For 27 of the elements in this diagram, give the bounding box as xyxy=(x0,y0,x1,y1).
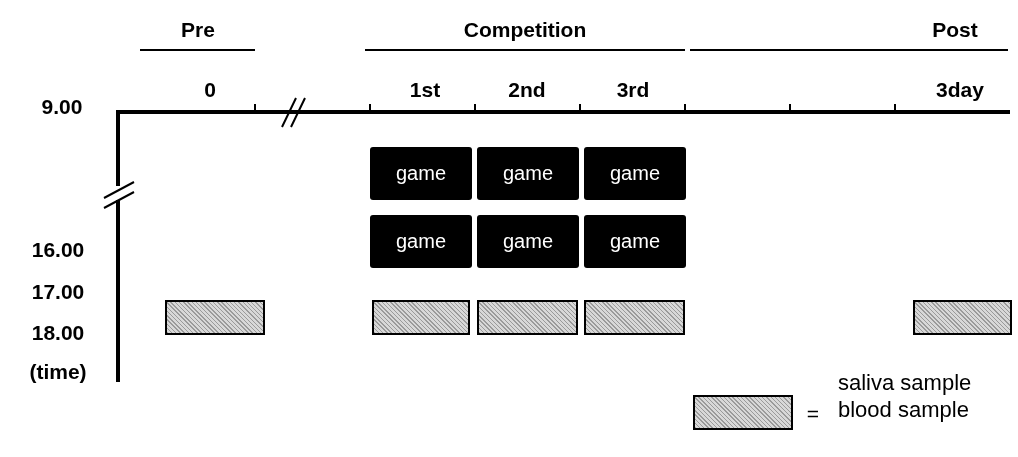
game-box: game xyxy=(477,215,579,268)
game-box: game xyxy=(584,147,686,200)
game-box: game xyxy=(370,215,472,268)
time-label: (time) xyxy=(29,360,87,384)
column-label: 3rd xyxy=(616,78,650,102)
column-label: 2nd xyxy=(508,78,546,102)
group-heading: Competition xyxy=(463,18,587,42)
legend-text: saliva sample xyxy=(838,370,972,396)
sample-box xyxy=(584,300,685,335)
time-label: 17.00 xyxy=(31,280,85,304)
column-label: 1st xyxy=(409,78,441,102)
game-box: game xyxy=(584,215,686,268)
game-box: game xyxy=(477,147,579,200)
equals-sign: = xyxy=(806,402,820,426)
column-label: 3day xyxy=(936,78,984,102)
sample-box xyxy=(913,300,1012,335)
time-label: 16.00 xyxy=(31,238,85,262)
group-heading: Post xyxy=(932,18,978,42)
column-label: 0 xyxy=(204,78,216,102)
time-label: 9.00 xyxy=(41,95,83,119)
legend-text: blood sample xyxy=(838,397,969,423)
group-heading: Pre xyxy=(181,18,215,42)
game-box: game xyxy=(370,147,472,200)
sample-box xyxy=(477,300,578,335)
time-label: 18.00 xyxy=(31,321,85,345)
sample-box xyxy=(165,300,265,335)
sample-box xyxy=(372,300,470,335)
